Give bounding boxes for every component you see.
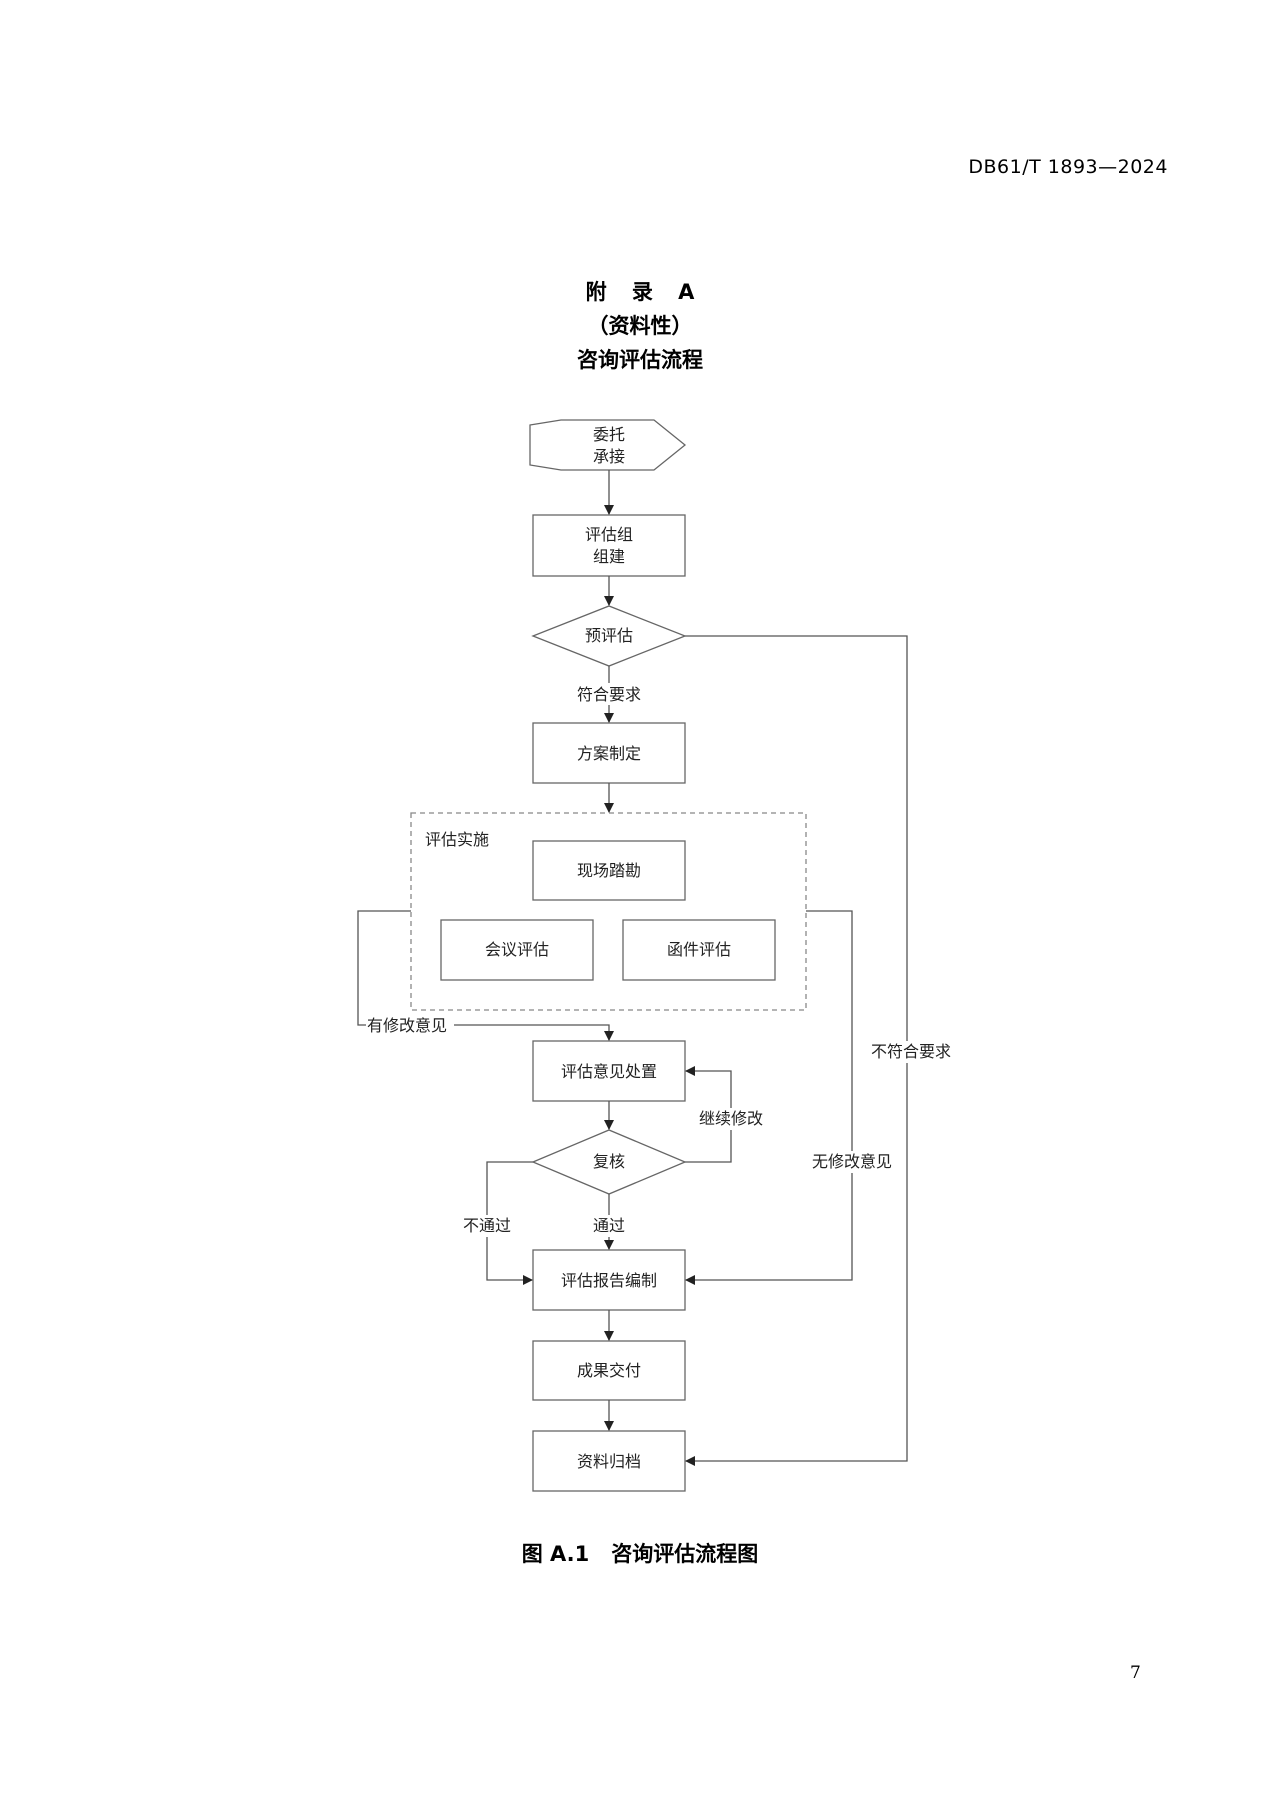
appendix-title: 咨询评估流程 — [577, 348, 703, 372]
figure-label: 图 A.1 — [521, 1542, 590, 1566]
arrow-has-changes — [357, 910, 614, 1041]
standard-code: DB61/T 1893—2024 — [968, 156, 1168, 178]
entrust-label-2: 承接 — [593, 447, 625, 466]
figure-title: 咨询评估流程图 — [611, 1542, 759, 1566]
page-number: 7 — [1130, 1663, 1141, 1683]
impl-group-label: 评估实施 — [425, 830, 489, 849]
site-survey-label: 现场踏勘 — [577, 861, 641, 880]
site-survey-node — [532, 840, 686, 901]
arrow-no-changes — [685, 910, 853, 1285]
appendix-type: （资料性） — [587, 314, 693, 338]
letter-eval-node — [622, 919, 776, 981]
letter-eval-label: 函件评估 — [667, 940, 731, 959]
delivery-label: 成果交付 — [577, 1361, 641, 1380]
team-label-2: 组建 — [593, 547, 625, 566]
pre-eval-label: 预评估 — [585, 626, 633, 645]
edge-label-pass: 通过 — [593, 1216, 625, 1235]
edge-label-no-changes: 无修改意见 — [812, 1152, 892, 1171]
edge-label-has-changes: 有修改意见 — [367, 1016, 447, 1035]
appendix-heading: 附 录 A （资料性） 咨询评估流程 — [0, 275, 1280, 377]
edge-label-not-meets: 不符合要求 — [871, 1042, 951, 1061]
review-label: 复核 — [593, 1152, 625, 1171]
edge-label-fail: 不通过 — [463, 1216, 511, 1235]
entrust-node — [529, 419, 687, 471]
report-label: 评估报告编制 — [561, 1271, 657, 1290]
figure-caption: 图 A.1 咨询评估流程图 — [0, 1538, 1280, 1568]
archive-label: 资料归档 — [577, 1452, 641, 1471]
meeting-eval-label: 会议评估 — [485, 940, 549, 959]
edge-label-meets: 符合要求 — [577, 685, 641, 704]
entrust-label-1: 委托 — [593, 425, 625, 444]
team-label-1: 评估组 — [585, 525, 633, 544]
edge-label-continue-changes: 继续修改 — [699, 1109, 763, 1128]
plan-label: 方案制定 — [577, 744, 641, 763]
opinion-handling-label: 评估意见处置 — [561, 1062, 657, 1081]
meeting-eval-node — [440, 919, 594, 981]
appendix-label: 附 录 A — [585, 280, 695, 304]
